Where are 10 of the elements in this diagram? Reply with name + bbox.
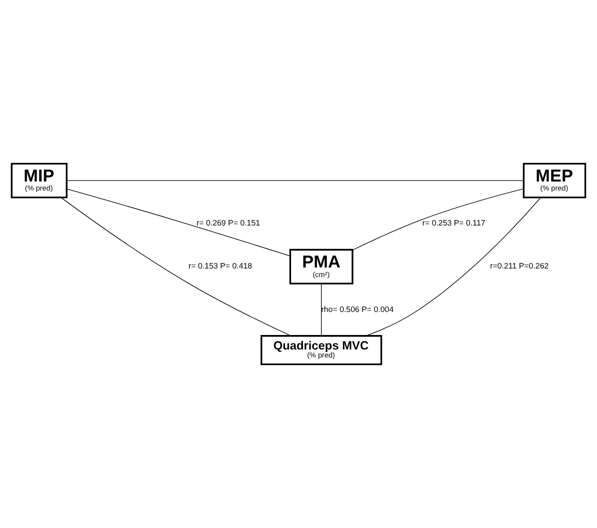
connector [366, 197, 542, 336]
connector [66, 188, 290, 256]
node-box: Quadriceps MVC (% pred) [260, 335, 382, 366]
node-box: PMA (cm²) [289, 248, 354, 284]
connector [321, 283, 322, 336]
node-box: MIP (% pred) [10, 162, 68, 198]
connector [352, 188, 524, 250]
node-box: MEP (% pred) [522, 162, 586, 198]
connector [60, 197, 292, 336]
connector [66, 180, 524, 181]
